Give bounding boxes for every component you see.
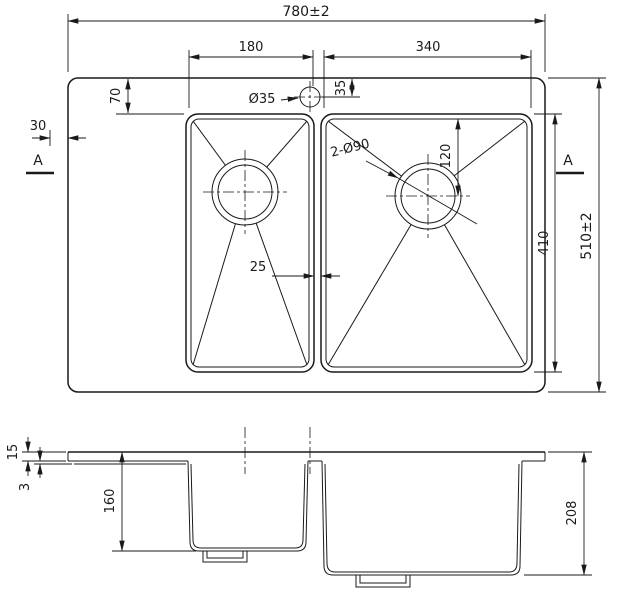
right-drain-stub — [355, 575, 411, 588]
dim-bowl-length-label: 410 — [537, 231, 552, 256]
dim-left-bowl-width: 180 — [188, 40, 314, 108]
dim-overall-depth: 208 — [524, 451, 592, 576]
top-view: 780±2 180 340 70 35 — [26, 4, 606, 393]
dim-overall-depth-label: 208 — [565, 501, 580, 526]
dim-rim-to-bowl: 70 — [109, 78, 184, 115]
label-faucet-hole-text: Ø35 — [249, 92, 276, 107]
dim-left-margin-label: 30 — [30, 119, 47, 134]
right-bowl — [320, 113, 533, 373]
dim-left-bowl-width-label: 180 — [239, 40, 264, 55]
dim-rim-thickness-label: 15 — [6, 444, 21, 461]
left-drain-stub — [202, 551, 248, 563]
section-view: 15 3 160 208 — [6, 427, 592, 588]
section-marker-right: A — [556, 153, 584, 175]
label-drain-holes-text: 2-Ø90 — [329, 137, 371, 161]
label-faucet-hole: Ø35 — [249, 92, 299, 107]
dim-faucet-to-edge: 35 — [322, 78, 360, 98]
sink-outline — [67, 77, 546, 393]
left-drain-hole — [203, 150, 287, 234]
dim-left-bowl-depth-label: 160 — [103, 489, 118, 514]
right-drain-hole — [386, 154, 470, 238]
dim-board-step-label: 3 — [18, 483, 33, 491]
dim-left-margin: 30 — [30, 119, 86, 146]
dim-rim-to-bowl-label: 70 — [109, 88, 124, 105]
dim-overall-width-label: 780±2 — [282, 4, 329, 20]
dim-overall-height-label: 510±2 — [579, 212, 595, 259]
dim-bowl-gap-label: 25 — [250, 260, 267, 275]
dim-drain-offset: 120 — [439, 118, 461, 197]
section-outline — [67, 451, 546, 576]
dim-board-step: 3 — [18, 447, 72, 491]
dim-overall-height: 510±2 — [548, 77, 606, 393]
dim-overall-width: 780±2 — [67, 4, 546, 72]
left-bowl — [185, 113, 315, 373]
dim-right-bowl-width: 340 — [323, 40, 532, 108]
faucet-hole — [294, 81, 326, 113]
dim-drain-offset-label: 120 — [439, 144, 454, 169]
section-marker-left-label: A — [33, 153, 43, 169]
dim-right-bowl-width-label: 340 — [416, 40, 441, 55]
dim-left-bowl-depth: 160 — [103, 451, 196, 552]
dim-bowl-gap: 25 — [250, 260, 340, 279]
section-centerlines — [244, 427, 311, 474]
dim-faucet-to-edge-label: 35 — [334, 80, 349, 97]
section-marker-right-label: A — [563, 153, 573, 169]
dim-bowl-length: 410 — [534, 113, 562, 373]
section-marker-left: A — [26, 153, 54, 175]
dim-rim-thickness: 15 — [6, 437, 66, 476]
